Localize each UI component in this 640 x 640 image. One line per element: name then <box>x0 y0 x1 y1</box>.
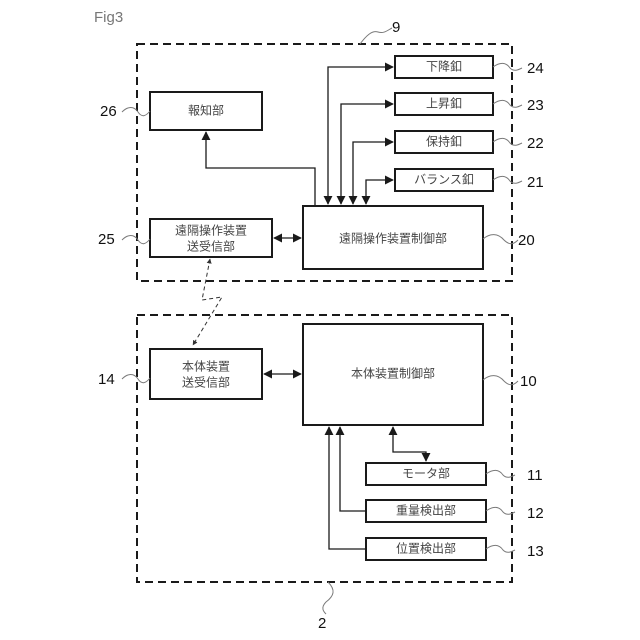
bus-balance-button <box>366 180 393 204</box>
main-transceiver-label-line2: 送受信部 <box>182 375 230 390</box>
bus-raise-button <box>341 104 393 204</box>
notification-unit-label: 報知部 <box>188 103 224 118</box>
ref-13: 13 <box>527 543 544 560</box>
ref-14: 14 <box>98 371 115 388</box>
ref-20: 20 <box>518 232 535 249</box>
remote-transceiver-label-line2: 送受信部 <box>187 239 235 254</box>
ref-leader-2 <box>323 582 333 614</box>
unit-11-group: モータ部 11 <box>366 463 543 485</box>
bus-lower-button <box>328 67 393 204</box>
arrow-controller-to-notification <box>206 132 315 206</box>
ref-11: 11 <box>527 467 543 484</box>
balance-button-label: バランス釦 <box>414 172 474 187</box>
ref-leader-23 <box>493 100 522 107</box>
ref-9: 9 <box>392 19 400 36</box>
weight-detector-label: 重量検出部 <box>396 503 456 518</box>
ref-leader-13 <box>486 545 515 552</box>
ref-26: 26 <box>100 103 117 120</box>
raise-button-label: 上昇釦 <box>426 96 462 111</box>
hold-button-label: 保持釦 <box>426 134 462 149</box>
main-transceiver-label-line1: 本体装置 <box>182 360 230 374</box>
button-21-group: バランス釦 21 <box>395 169 544 191</box>
ref-leader-21 <box>493 176 522 183</box>
ref-leader-11 <box>486 470 515 477</box>
remote-transceiver-label-line1: 遠隔操作装置 <box>175 223 247 238</box>
button-24-group: 下降釦 24 <box>395 56 544 78</box>
ref-21: 21 <box>527 174 544 191</box>
ref-leader-9 <box>360 28 392 44</box>
arrow-position-to-controller <box>329 427 366 549</box>
unit-12-group: 重量検出部 12 <box>366 500 544 522</box>
ref-2: 2 <box>318 615 326 632</box>
remote-controller-label: 遠隔操作装置制御部 <box>339 231 447 246</box>
ref-22: 22 <box>527 135 544 152</box>
arrow-controller-motor <box>393 427 426 461</box>
motor-unit-label: モータ部 <box>402 466 450 481</box>
ref-leader-22 <box>493 138 522 145</box>
ref-leader-12 <box>486 507 515 514</box>
ref-23: 23 <box>527 97 544 114</box>
position-detector-label: 位置検出部 <box>396 541 456 556</box>
button-23-group: 上昇釦 23 <box>395 93 544 115</box>
main-controller-label: 本体装置制御部 <box>351 366 435 381</box>
main-transceiver-box <box>150 349 262 399</box>
arrow-weight-to-controller <box>340 427 366 511</box>
wireless-link <box>193 259 222 345</box>
bus-hold-button <box>353 142 393 204</box>
lower-button-label: 下降釦 <box>426 59 462 74</box>
ref-25: 25 <box>98 231 115 248</box>
ref-12: 12 <box>527 505 544 522</box>
ref-24: 24 <box>527 60 544 77</box>
ref-10: 10 <box>520 373 537 390</box>
button-22-group: 保持釦 22 <box>395 131 544 153</box>
figure-label: Fig3 <box>94 9 123 26</box>
ref-leader-24 <box>493 63 522 70</box>
unit-13-group: 位置検出部 13 <box>366 538 544 560</box>
